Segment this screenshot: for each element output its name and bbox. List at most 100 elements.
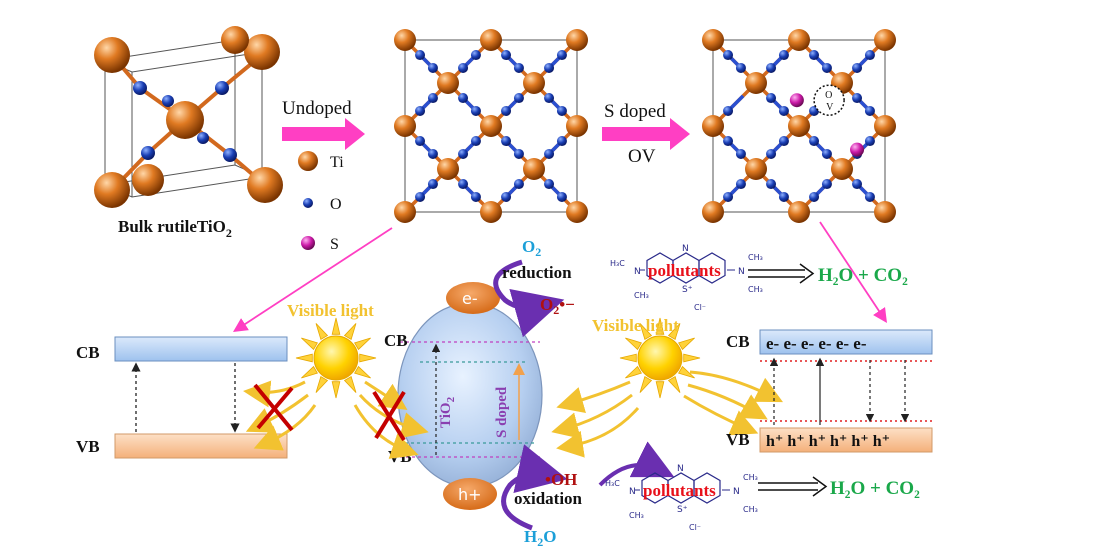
oxygen-atom	[778, 191, 789, 202]
oxygen-atom	[470, 191, 481, 202]
bulk-rutile-label: Bulk rutileTiO2	[118, 217, 232, 240]
oxygen-atom	[766, 62, 777, 73]
s-doped-arrow: S doped OV	[602, 101, 690, 167]
oxygen-atom	[723, 50, 734, 61]
oxygen-atom	[735, 179, 746, 190]
methyl-right-bottom: CH₃	[748, 285, 763, 294]
bulk-rutile-crystal: Bulk rutileTiO2	[94, 26, 283, 240]
pollutants-label: pollutants	[643, 481, 716, 500]
chloride-label: Cl⁻	[689, 523, 701, 532]
oxygen-atom	[427, 179, 438, 190]
titanium-atom	[523, 72, 545, 94]
titanium-atom	[745, 72, 767, 94]
methyl-left-top: H₃C	[605, 479, 620, 488]
superoxide-label: O2•−	[540, 295, 575, 317]
sun-ray	[301, 337, 318, 351]
products-top-label: H₂O + CO₂	[818, 265, 908, 286]
right-band-diagram: CB VB e- e- e- e- e- e- h⁺ h⁺ h⁺ h⁺ h⁺ h…	[726, 329, 933, 453]
oxygen-atom	[427, 148, 438, 159]
oxygen-atom	[766, 179, 777, 190]
hydroxyl-attack-arrow	[598, 441, 675, 487]
methyl-right-top: CH₃	[743, 473, 758, 482]
visible-light-right-label: Visible light	[592, 316, 679, 335]
methyl-right-bottom: CH₃	[743, 505, 758, 514]
right-vb-band	[759, 427, 933, 453]
titanium-atom	[566, 115, 588, 137]
sun-ray	[354, 337, 371, 351]
sun-ray	[667, 323, 681, 340]
titanium-atom	[874, 201, 896, 223]
left-vb-label: VB	[76, 437, 100, 456]
reduction-curved-arrow	[493, 259, 565, 338]
ring-nitrogen-label: N	[682, 244, 689, 254]
molecule-ring	[698, 252, 726, 284]
electron-badge	[446, 282, 500, 314]
s-legend-label: S	[330, 236, 339, 253]
ti-legend-label: Ti	[330, 154, 344, 171]
oxygen-atom	[544, 148, 555, 159]
titanium-atom	[480, 29, 502, 51]
undoped-label: Undoped	[282, 98, 352, 119]
oxygen-atom	[556, 50, 567, 61]
titanium-atom	[566, 29, 588, 51]
oxygen-atom	[852, 179, 863, 190]
titanium-atom	[480, 201, 502, 223]
oxygen-atom	[821, 62, 832, 73]
oxygen-atom	[766, 93, 777, 104]
left-cb-band	[114, 336, 288, 362]
o-legend-label: O	[330, 196, 342, 213]
oxygen-atom	[501, 136, 512, 147]
sun-ray	[331, 381, 341, 399]
titanium-atom	[745, 158, 767, 180]
titanium-atom	[788, 29, 810, 51]
undoped-slab	[394, 29, 588, 223]
titanium-atom	[702, 115, 724, 137]
oxygen-atom	[556, 191, 567, 202]
right-cb-label: CB	[726, 332, 750, 351]
oxygen-atom	[852, 93, 863, 104]
ring-sulfur-label: S⁺	[677, 505, 688, 515]
oxygen-atom	[723, 136, 734, 147]
oxygen-atom	[864, 105, 875, 116]
oxygen-atom	[458, 62, 469, 73]
bulk-oxygen-atoms	[133, 81, 237, 162]
oxygen-atom	[723, 191, 734, 202]
oxygen-atom	[809, 136, 820, 147]
oxygen-atom	[778, 136, 789, 147]
electron-badge-label: e-	[462, 289, 478, 308]
recombination-blocked-left	[253, 383, 294, 432]
ti-legend-swatch	[298, 151, 318, 171]
oxidation-curved-arrow	[501, 444, 568, 531]
titanium-atom	[702, 29, 724, 51]
oxygen-atom	[735, 148, 746, 159]
titanium-atom	[702, 201, 724, 223]
titanium-atom	[788, 115, 810, 137]
left-vb-band	[114, 433, 288, 459]
o-legend-swatch	[303, 198, 313, 208]
oxygen-atom	[766, 148, 777, 159]
oxygen-atom	[809, 50, 820, 61]
oxygen-atom	[864, 191, 875, 202]
oxygen-atom	[458, 93, 469, 104]
sun-ray	[639, 376, 653, 393]
s-legend-swatch	[301, 236, 315, 250]
s-doped-slab: OV	[702, 29, 896, 223]
oxygen-atom	[501, 50, 512, 61]
titanium-atom	[831, 158, 853, 180]
oxygen-atom	[852, 62, 863, 73]
oxygen-atom	[427, 62, 438, 73]
pink-guide-left	[232, 227, 393, 332]
reduction-reaction: e- O2 reduction O2•−	[446, 237, 575, 338]
sun-disc	[313, 335, 359, 381]
central-catalyst-sphere: TiO2 S doped CB VB	[384, 302, 543, 488]
degradation-arrow-bottom	[758, 476, 828, 497]
oxygen-atom	[864, 136, 875, 147]
right-cb-band	[759, 329, 933, 355]
mid-cb-label: CB	[384, 331, 408, 350]
hydroxyl-label: •OH	[545, 470, 577, 489]
sun-ray	[667, 376, 681, 393]
sun-ray	[619, 353, 637, 363]
sun-left-icon	[295, 317, 377, 399]
